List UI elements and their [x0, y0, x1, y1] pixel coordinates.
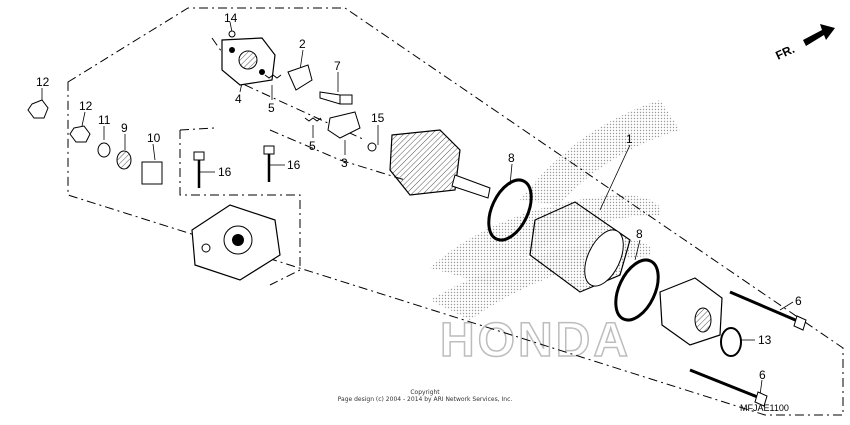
callout-4: 4	[235, 92, 242, 106]
long-bolt-lower	[689, 368, 768, 407]
brush-spring-upper	[264, 74, 282, 79]
callout-16-left: 16	[218, 165, 232, 179]
hex-nut	[27, 99, 49, 119]
washer	[97, 142, 111, 158]
callout-3: 3	[341, 156, 348, 170]
callout-16-right: 16	[287, 158, 301, 172]
front-direction-arrow	[803, 24, 835, 46]
brush-holder	[221, 37, 276, 86]
brush-plate	[327, 111, 361, 139]
terminal-bracket	[287, 64, 313, 91]
insulator	[116, 150, 132, 170]
terminal-bolt	[141, 161, 163, 185]
motor-yoke	[529, 201, 631, 293]
armature	[389, 129, 491, 199]
leader-lines	[41, 21, 794, 396]
callout-numbers: 14 2 7 4 5 5 3 15 1 12 12 11 9 10 16 16 …	[36, 11, 802, 382]
callout-5-upper: 5	[268, 101, 275, 115]
callout-8-upper: 8	[508, 151, 515, 165]
front-bracket	[191, 204, 281, 281]
o-ring-rear	[614, 258, 660, 322]
callout-10: 10	[147, 131, 161, 145]
copyright-notice: Page design (c) 2004 - 2014 by ARI Netwo…	[337, 396, 513, 403]
callout-12-outer: 12	[36, 75, 50, 89]
brush-block	[319, 91, 353, 105]
callout-2: 2	[299, 37, 306, 51]
callout-14: 14	[224, 11, 238, 25]
honda-wing-watermark	[430, 100, 680, 320]
callout-6-lower: 6	[759, 368, 766, 382]
callout-9: 9	[121, 121, 128, 135]
flange-bolt-right	[263, 145, 275, 182]
bolt-small	[367, 142, 377, 152]
front-direction-label: FR.	[773, 42, 796, 63]
callout-6-upper: 6	[795, 294, 802, 308]
washer-small	[228, 30, 236, 38]
hex-nut-2	[69, 125, 91, 143]
o-ring-small	[720, 327, 742, 357]
diagram-code: MFJAE1100	[740, 403, 789, 413]
rear-cover	[659, 277, 723, 346]
flange-bolt-left	[193, 151, 205, 188]
callout-15: 15	[371, 111, 385, 125]
brush-spring-lower	[304, 117, 322, 122]
callout-1: 1	[626, 132, 633, 146]
callout-7: 7	[334, 59, 341, 73]
o-ring-front	[487, 178, 533, 242]
copyright-title: Copyright	[410, 389, 440, 396]
callout-8-lower: 8	[636, 227, 643, 241]
callout-11: 11	[98, 113, 111, 127]
callout-12-inner: 12	[79, 99, 93, 113]
callout-13: 13	[758, 333, 772, 347]
callout-5-lower: 5	[309, 139, 316, 153]
long-bolt-upper	[729, 290, 807, 331]
